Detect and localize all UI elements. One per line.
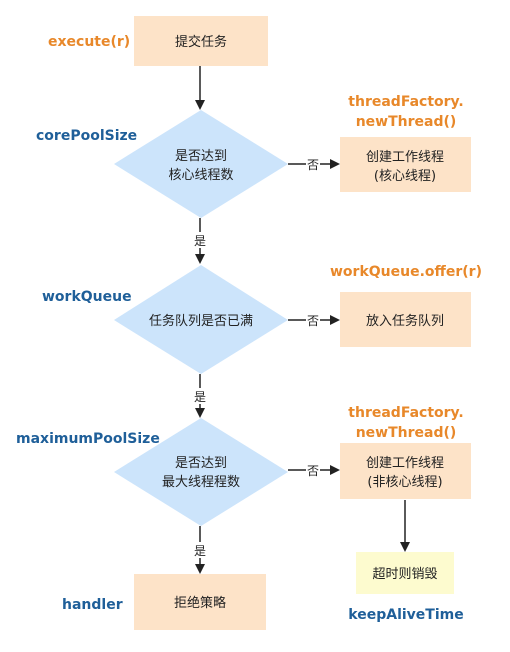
core-threads-decision: 是否达到 核心线程数 bbox=[114, 110, 288, 218]
edge-label-no-max: 否 bbox=[307, 464, 319, 478]
submit-task-label: 提交任务 bbox=[175, 34, 227, 50]
execute-annotation: execute(r) bbox=[48, 34, 130, 50]
create-core-thread-node: 创建工作线程 (核心线程) bbox=[340, 137, 471, 192]
edge-labels: 否 是 否 是 否 是 bbox=[193, 156, 320, 558]
core-pool-size-annotation: corePoolSize bbox=[36, 128, 137, 144]
timeout-destroy-node: 超时则销毁 bbox=[356, 552, 454, 594]
submit-task-node: 提交任务 bbox=[134, 16, 268, 66]
thread-factory-annotation-1-line2: newThread() bbox=[356, 114, 457, 130]
reject-policy-node: 拒绝策略 bbox=[134, 574, 266, 630]
create-noncore-thread-label-line1: 创建工作线程 bbox=[366, 456, 444, 471]
thread-factory-annotation-2-line2: newThread() bbox=[356, 425, 457, 441]
annotations: execute(r) corePoolSize threadFactory. n… bbox=[16, 34, 482, 623]
max-decision-label-line1: 是否达到 bbox=[175, 456, 227, 471]
edge-label-no-queue: 否 bbox=[307, 314, 319, 328]
create-noncore-thread-node: 创建工作线程 (非核心线程) bbox=[340, 443, 471, 499]
thread-factory-annotation-1-line1: threadFactory. bbox=[348, 94, 463, 110]
edge-label-yes-core: 是 bbox=[194, 234, 206, 248]
handler-annotation: handler bbox=[62, 597, 123, 613]
enqueue-task-node: 放入任务队列 bbox=[340, 292, 471, 347]
reject-policy-label: 拒绝策略 bbox=[174, 595, 226, 611]
edge-label-yes-queue: 是 bbox=[194, 390, 206, 404]
maximum-pool-size-annotation: maximumPoolSize bbox=[16, 431, 160, 447]
edge-label-no-core: 否 bbox=[307, 158, 319, 172]
timeout-destroy-label: 超时则销毁 bbox=[372, 567, 437, 582]
queue-decision-label: 任务队列是否已满 bbox=[149, 313, 253, 329]
create-noncore-thread-label-line2: (非核心线程) bbox=[367, 475, 442, 490]
create-core-thread-label-line2: (核心线程) bbox=[374, 169, 436, 184]
queue-full-decision: 任务队列是否已满 bbox=[114, 265, 288, 374]
work-queue-annotation: workQueue bbox=[42, 289, 132, 305]
max-threads-decision: 是否达到 最大线程程数 bbox=[114, 418, 288, 526]
thread-factory-annotation-2-line1: threadFactory. bbox=[348, 405, 463, 421]
max-decision-label-line2: 最大线程程数 bbox=[162, 475, 240, 490]
work-queue-offer-annotation: workQueue.offer(r) bbox=[330, 264, 482, 280]
edge-label-yes-max: 是 bbox=[194, 544, 206, 558]
keep-alive-time-annotation: keepAliveTime bbox=[348, 607, 463, 623]
core-decision-label-line1: 是否达到 bbox=[175, 149, 227, 164]
core-decision-label-line2: 核心线程数 bbox=[168, 168, 233, 183]
create-core-thread-label-line1: 创建工作线程 bbox=[366, 150, 444, 165]
enqueue-task-label: 放入任务队列 bbox=[366, 313, 444, 329]
